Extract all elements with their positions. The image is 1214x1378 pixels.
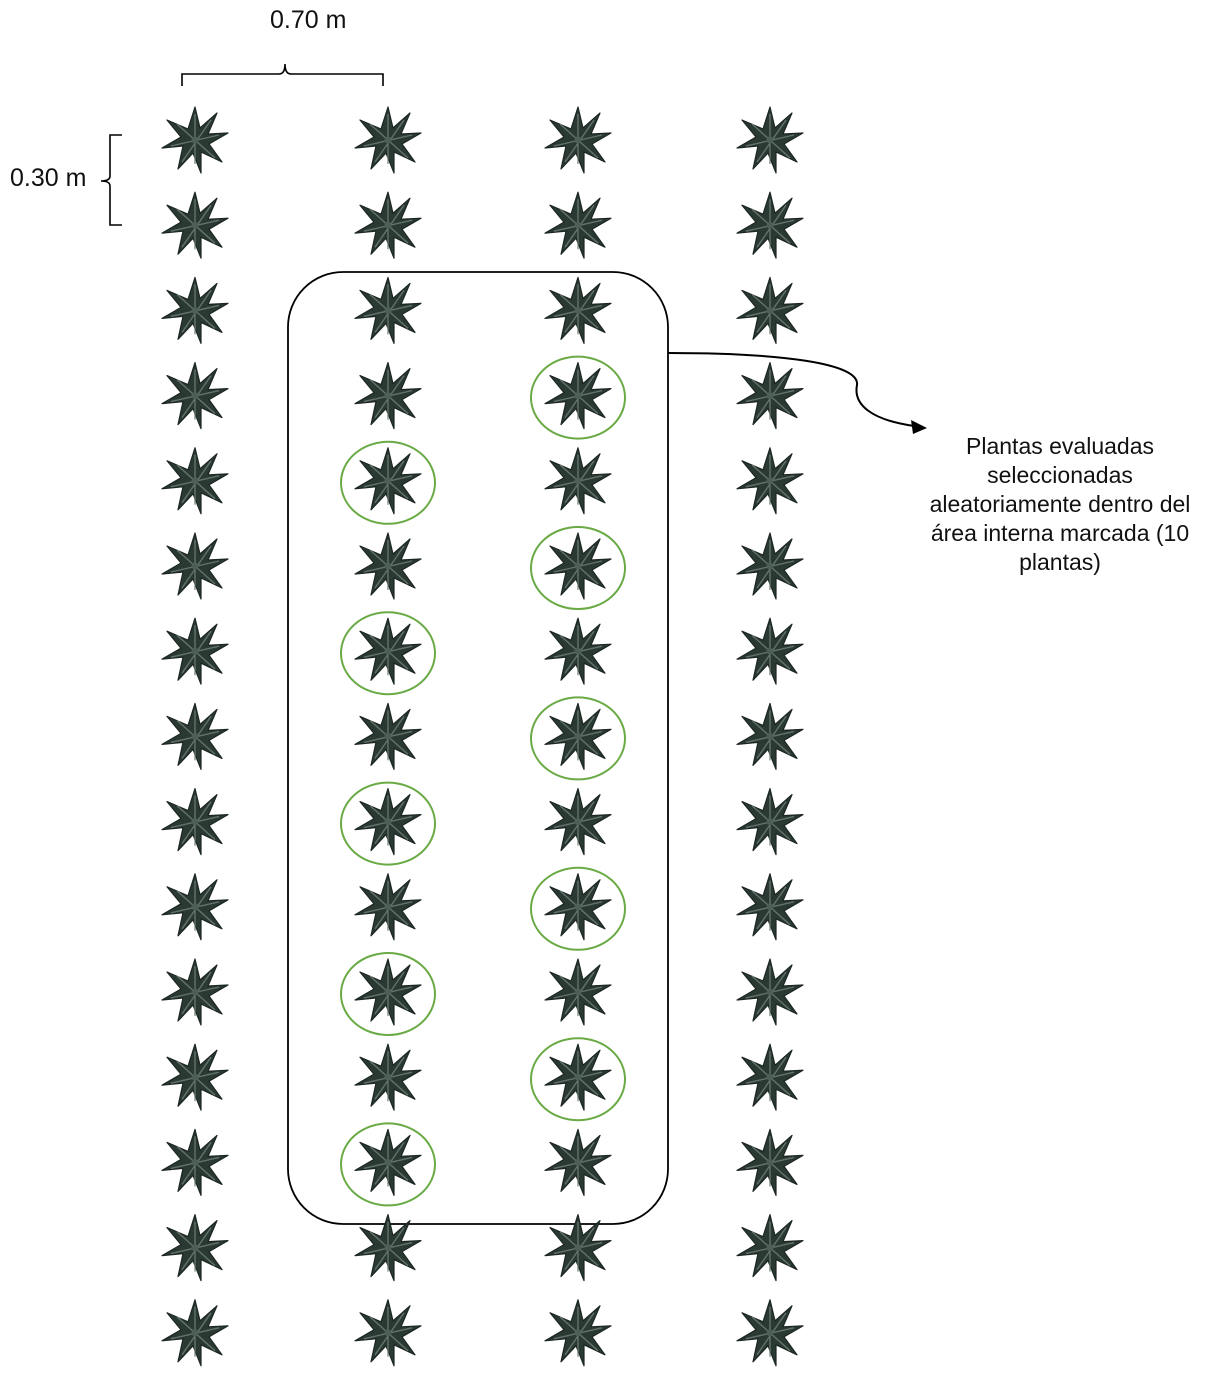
- plant-icon: [161, 617, 229, 685]
- plant-icon: [354, 787, 422, 856]
- plant-icon: [354, 702, 422, 771]
- plant-icon: [544, 958, 612, 1026]
- plant-icon: [544, 276, 612, 345]
- selected-plant-marker: [530, 1037, 626, 1122]
- column-spacing-bracket: [181, 63, 384, 86]
- plant-icon: [736, 361, 804, 430]
- plant-icon: [354, 276, 422, 345]
- plant-icon: [161, 106, 229, 174]
- selected-plant-marker: [530, 355, 626, 440]
- plant-icon: [161, 1213, 229, 1282]
- plant-icon: [544, 1043, 612, 1111]
- selected-plant-marker: [340, 781, 436, 866]
- plant-icon: [736, 958, 804, 1026]
- arrow-icon: [667, 352, 927, 434]
- plant-icon: [161, 447, 229, 515]
- plant-icon: [161, 702, 229, 771]
- plant-icon: [736, 617, 804, 685]
- plant-icon: [544, 1299, 612, 1367]
- plant-icon: [736, 191, 804, 259]
- plant-icon: [736, 873, 804, 941]
- plant-icon: [736, 1043, 804, 1111]
- plant-icon: [736, 447, 804, 515]
- plant-icon: [354, 1299, 422, 1367]
- plant-icon: [544, 361, 612, 430]
- plant-icon: [736, 276, 804, 345]
- plant-icon: [736, 1299, 804, 1367]
- selected-plant-marker: [340, 1122, 436, 1207]
- plant-icon: [354, 191, 422, 259]
- plant-icon: [354, 1043, 422, 1111]
- plant-icon: [161, 1299, 229, 1367]
- plant-icon: [354, 447, 422, 515]
- plant-icon: [354, 532, 422, 600]
- plant-icon: [736, 787, 804, 856]
- plant-icon: [161, 958, 229, 1026]
- plant-icon: [544, 617, 612, 685]
- plant-icon: [544, 447, 612, 515]
- plant-icon: [736, 1128, 804, 1197]
- inner-area-frame: [287, 271, 669, 1225]
- plant-icon: [354, 958, 422, 1026]
- plant-icon: [736, 702, 804, 771]
- selected-plant-marker: [340, 952, 436, 1036]
- plant-icon: [161, 276, 229, 345]
- plant-icon: [544, 1128, 612, 1197]
- selection-note: Plantas evaluadas seleccionadas aleatori…: [929, 433, 1191, 575]
- row-spacing-bracket: [100, 134, 122, 226]
- plant-icon: [161, 787, 229, 856]
- plant-icon: [161, 191, 229, 259]
- plant-icon: [544, 787, 612, 856]
- plant-icon: [354, 361, 422, 430]
- plant-icon: [544, 106, 612, 174]
- row-spacing-label: 0.30 m: [10, 164, 87, 192]
- selected-plant-marker: [530, 866, 626, 951]
- plant-icon: [161, 1128, 229, 1197]
- plant-icon: [161, 873, 229, 941]
- selected-plant-marker: [340, 611, 436, 696]
- selected-plant-marker: [530, 696, 626, 781]
- plant-icon: [544, 702, 612, 771]
- plant-icon: [544, 191, 612, 259]
- plant-icon: [736, 532, 804, 600]
- column-spacing-label: 0.70 m: [270, 6, 347, 34]
- plant-icon: [354, 617, 422, 685]
- plant-icon: [544, 532, 612, 600]
- plant-icon: [161, 1043, 229, 1111]
- plant-icon: [354, 1128, 422, 1197]
- plant-icon: [161, 361, 229, 430]
- plant-icon: [354, 873, 422, 941]
- plant-icon: [736, 106, 804, 174]
- plant-icon: [736, 1213, 804, 1282]
- plant-icon: [161, 532, 229, 600]
- selected-plant-marker: [340, 440, 436, 525]
- plant-icon: [544, 873, 612, 941]
- plant-icon: [354, 106, 422, 174]
- selected-plant-marker: [530, 526, 626, 610]
